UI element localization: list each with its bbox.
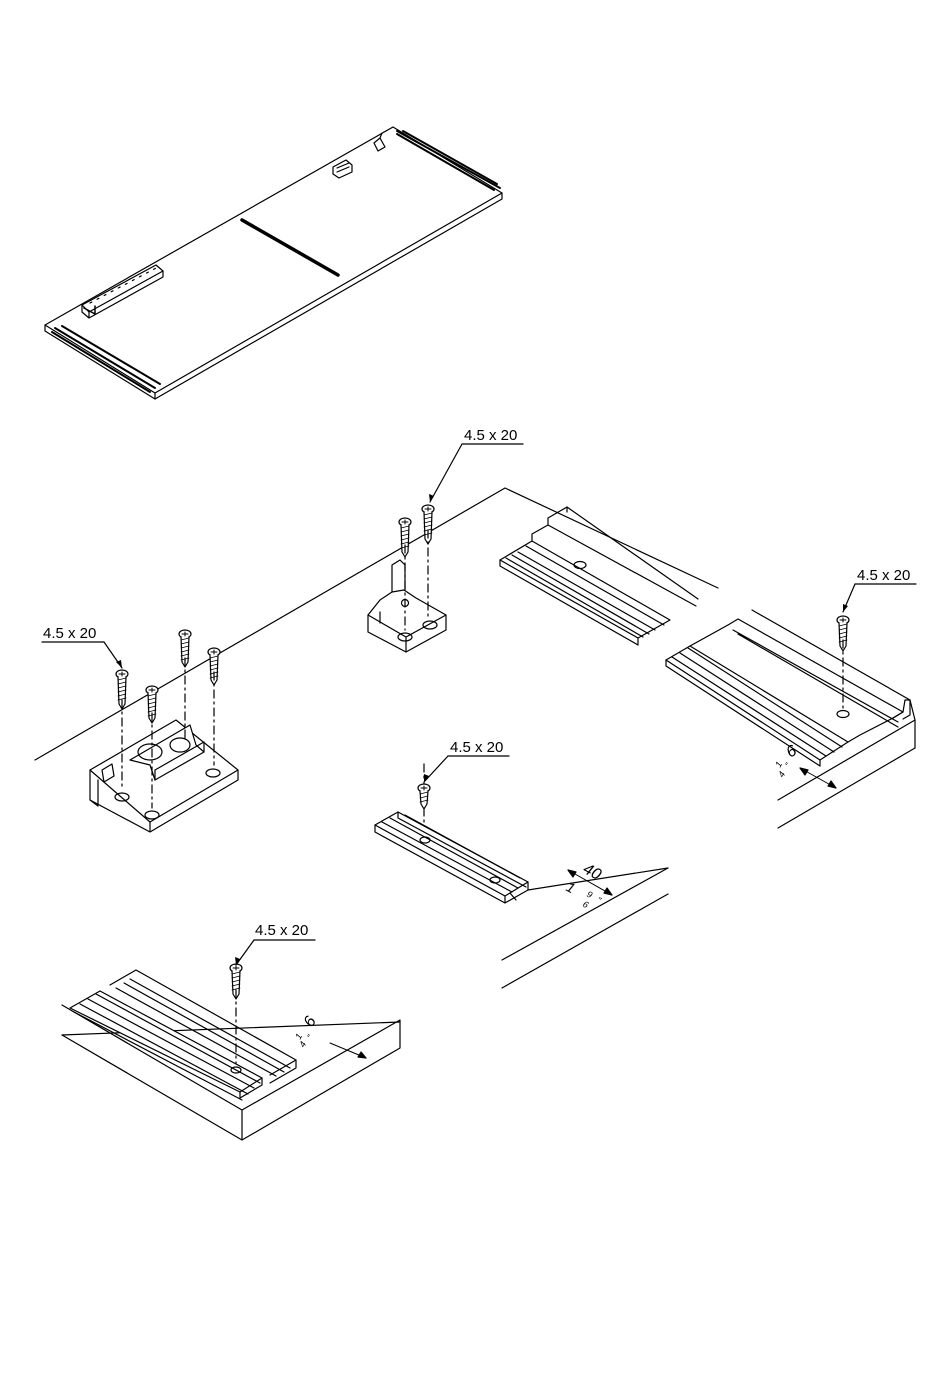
callout-top-center: 4.5 x 20	[464, 427, 517, 444]
dim-bottom-denominator: 4	[297, 1040, 308, 1049]
bracket-top	[368, 560, 446, 652]
dim-right-denominator: 4	[776, 770, 787, 779]
rail-right	[500, 507, 910, 766]
dim-bottom-metric: 6	[301, 1014, 320, 1030]
dim-bottom-offset: 6 1 4 "	[293, 1014, 320, 1049]
dim-bottom-unit: "	[305, 1033, 316, 1041]
dim-middle-metric: 40	[580, 861, 604, 884]
callout-middle: 4.5 x 20	[450, 739, 503, 756]
dimension-lines	[330, 768, 836, 1058]
screw-axes	[122, 530, 843, 1070]
overview-panel	[45, 127, 502, 399]
rail-bottom-left	[62, 970, 400, 1140]
dim-middle-denominator: 6	[581, 899, 590, 910]
hinge-plate-left	[90, 720, 238, 832]
callout-left: 4.5 x 20	[43, 625, 96, 642]
callout-bottom-left: 4.5 x 20	[255, 922, 308, 939]
dim-middle-whole: 1	[564, 879, 578, 897]
dim-right-offset: 6 1 4 "	[773, 742, 800, 779]
rail-middle	[375, 812, 668, 988]
screw	[418, 784, 430, 809]
leader-arrowheads	[116, 494, 848, 965]
callout-right: 4.5 x 20	[857, 567, 910, 584]
dim-right-unit: "	[783, 761, 794, 769]
dim-middle-offset: 40 1 9 6 "	[564, 861, 604, 911]
